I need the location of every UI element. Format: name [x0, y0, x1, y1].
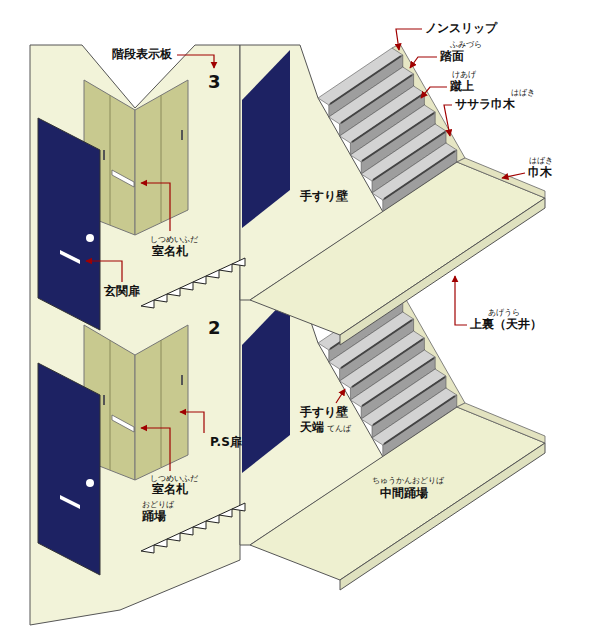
furigana: はばき — [529, 156, 553, 165]
part-label: 天端 — [300, 421, 324, 435]
furigana: てんば — [327, 424, 351, 433]
part-label: 手すり壁 — [300, 190, 348, 204]
leader-line — [180, 412, 204, 433]
furigana: しつめいふだ — [150, 474, 198, 483]
part-label: 上裏（天井） — [470, 318, 542, 332]
leader-line — [141, 428, 170, 471]
leader-line — [444, 105, 452, 136]
leader-lines — [86, 29, 525, 471]
leader-line — [421, 87, 447, 98]
part-label: 手すり壁 — [300, 406, 348, 420]
leader-line — [410, 57, 437, 68]
furigana: ふみづら — [450, 40, 482, 49]
part-label: 室名札 — [152, 483, 188, 497]
part-label: 踊場 — [142, 510, 166, 524]
leader-line — [455, 276, 467, 325]
part-label: 玄関扉 — [104, 285, 140, 299]
lower-floor — [38, 289, 545, 590]
upper-floor — [38, 44, 545, 345]
leader-line — [336, 389, 345, 403]
leader-line — [86, 261, 122, 282]
part-label: 室名札 — [152, 245, 188, 259]
furigana: あげうら — [488, 308, 520, 317]
furigana: しつめいふだ — [150, 235, 198, 244]
leader-line — [177, 55, 214, 68]
part-label: 巾木 — [528, 166, 552, 180]
part-label: ササラ巾木 — [455, 98, 515, 112]
floor-number: 2 — [208, 318, 221, 339]
furigana: はばき — [511, 88, 535, 97]
floor-number: 3 — [208, 72, 221, 93]
part-label: P.S扉 — [210, 436, 242, 450]
leader-line — [141, 183, 170, 231]
leader-line — [502, 173, 525, 178]
sign-label: 階段表示板 — [112, 48, 172, 62]
part-label: ノンスリップ — [425, 22, 497, 36]
part-label: 踏面 — [440, 50, 464, 64]
furigana: けあげ — [452, 70, 476, 79]
furigana: おどりば — [142, 500, 174, 509]
part-label: 蹴上 — [450, 80, 474, 94]
leader-line — [396, 29, 422, 50]
part-label: 中間踊場 — [380, 487, 428, 501]
furigana: ちゅうかんおどりば — [372, 476, 444, 485]
